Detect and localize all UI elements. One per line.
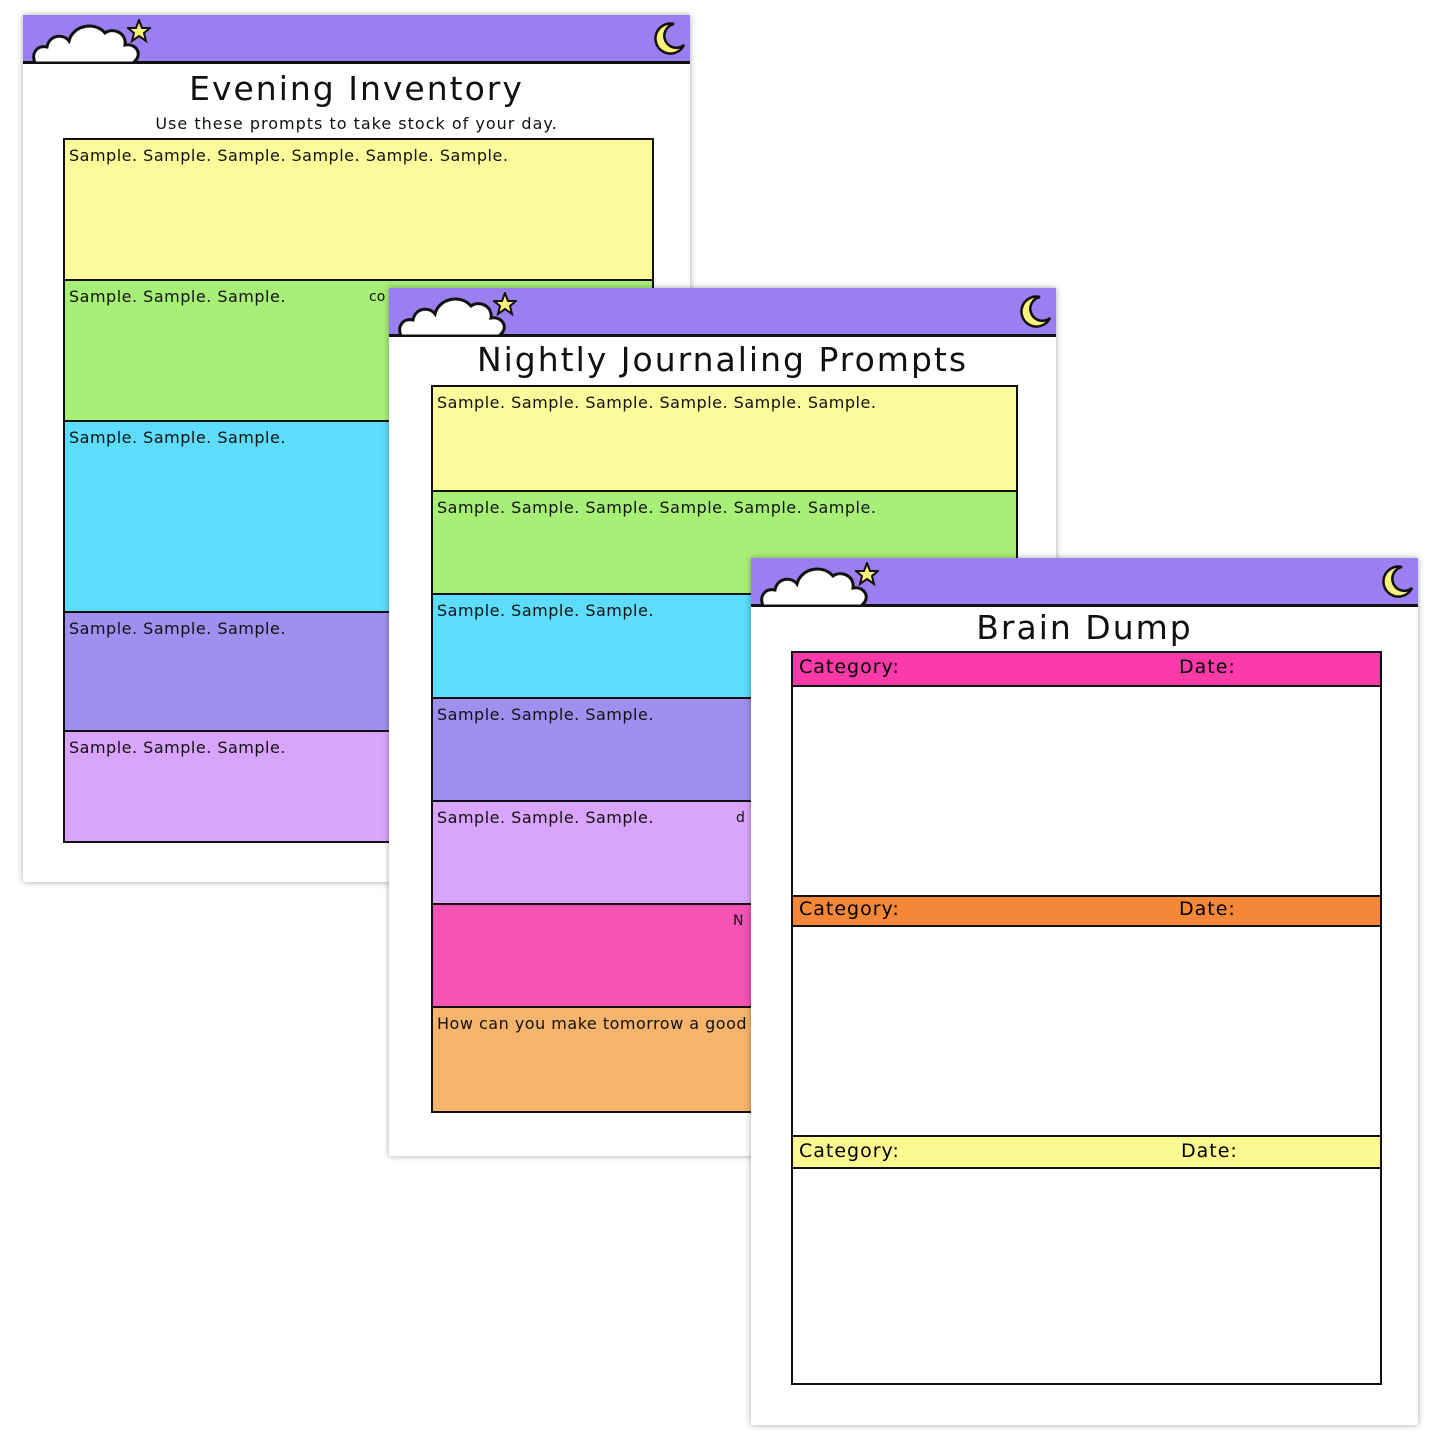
page-header-band [389,288,1056,337]
page-title: Brain Dump [976,608,1193,647]
prompt-text: Sample. Sample. Sample. [437,601,654,620]
moon-icon [654,22,686,55]
date-label: Date: [1181,1140,1238,1162]
prompt-text-fragment: N [733,913,744,929]
prompt-text: Sample. Sample. Sample. [69,287,286,306]
star-icon [493,292,517,315]
evening-inventory-page: Evening Inventory Use these prompts to t… [23,15,690,882]
prompt-text-fragment: co [369,289,386,305]
category-label: Category: [799,898,900,920]
prompt-text: Sample. Sample. Sample. [69,619,286,638]
star-icon [855,562,879,585]
category-label: Category: [799,656,900,678]
prompt-text: Sample. Sample. Sample. [437,705,654,724]
star-icon [127,19,151,42]
prompt-text: Sample. Sample. Sample. [69,738,286,757]
prompt-text-fragment: d [736,810,745,826]
prompt-text: Sample. Sample. Sample. [69,428,286,447]
category-bar: Category: Date: [793,651,1380,687]
page-header-band [23,15,690,64]
prompt-row: Sample. Sample. Sample. Sample. Sample. … [65,140,652,281]
brain-dump-box: Category: Date: Category: Date: Category… [791,651,1382,1385]
moon-icon [1020,295,1052,328]
prompt-text: Sample. Sample. Sample. Sample. Sample. … [437,498,877,517]
prompt-text: How can you make tomorrow a good [437,1014,748,1033]
date-label: Date: [1179,898,1236,920]
page-subtitle: Use these prompts to take stock of your … [155,114,558,133]
category-bar: Category: Date: [793,895,1380,927]
brain-dump-page: Brain Dump Category: Date: Category: Dat… [751,558,1418,1425]
prompt-text: Sample. Sample. Sample. [437,808,654,827]
category-bar: Category: Date: [793,1135,1380,1169]
page-title: Nightly Journaling Prompts [476,340,969,379]
prompt-row: Sample. Sample. Sample. Sample. Sample. … [433,387,1016,492]
page-title: Evening Inventory [189,69,524,108]
category-label: Category: [799,1140,900,1162]
prompt-text: Sample. Sample. Sample. Sample. Sample. … [69,146,509,165]
moon-icon [1382,565,1414,598]
page-header-band [751,558,1418,607]
date-label: Date: [1179,656,1236,678]
prompt-text: Sample. Sample. Sample. Sample. Sample. … [437,393,877,412]
